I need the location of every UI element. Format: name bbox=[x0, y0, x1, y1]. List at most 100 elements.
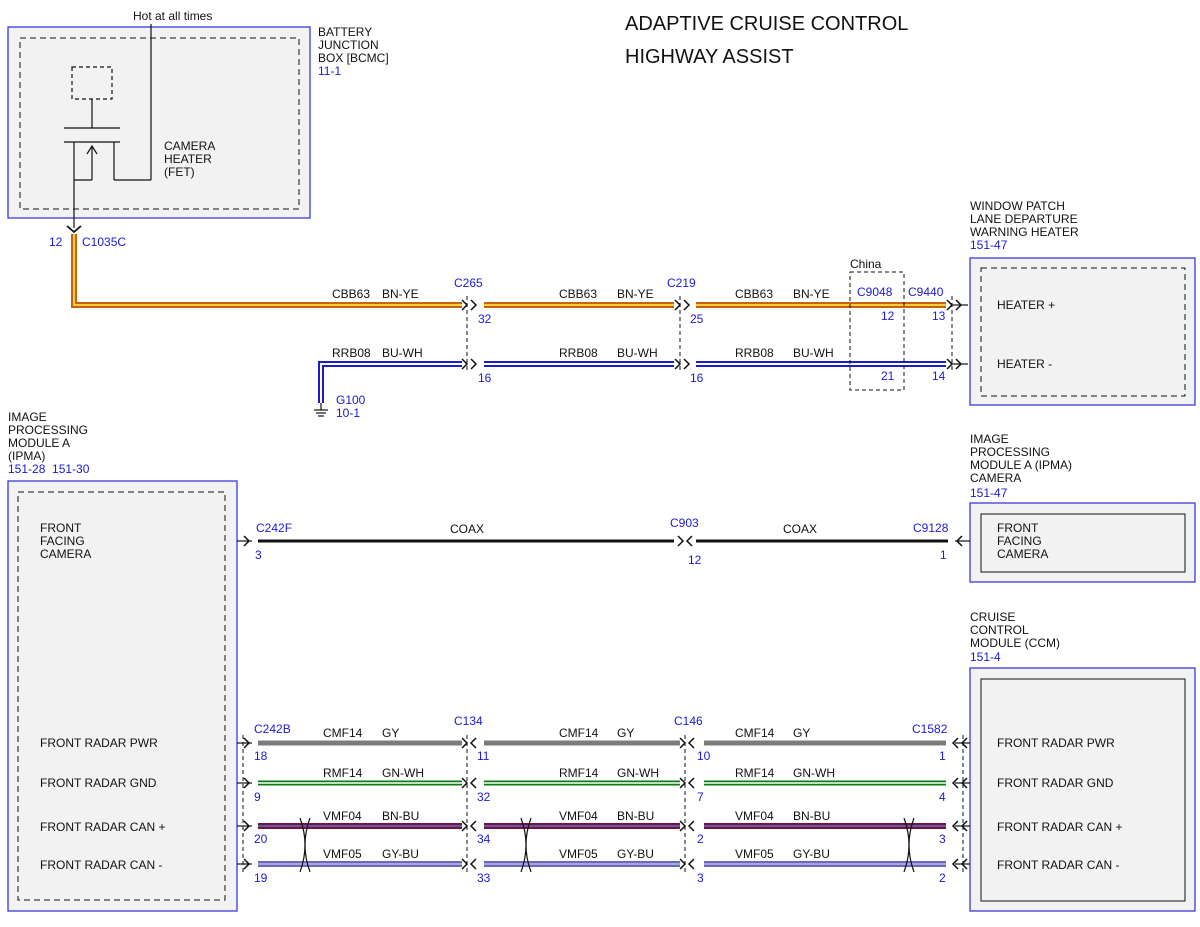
ccm-outline bbox=[969, 667, 1196, 912]
ipma-name-line-4: (IPMA) bbox=[8, 449, 45, 463]
bjb-outline bbox=[7, 26, 311, 219]
ccm-name-line-3: MODULE (CCM) bbox=[970, 636, 1060, 650]
ipma-pin-radar-can-plus: FRONT RADAR CAN + bbox=[40, 820, 165, 834]
connector-c265[interactable] bbox=[461, 296, 478, 372]
twisted-pair-marker bbox=[299, 817, 915, 873]
heater-name-line-1: WINDOW PATCH bbox=[970, 199, 1065, 213]
ipma-pin-radar-gnd: FRONT RADAR GND bbox=[40, 776, 157, 790]
ipma-camera-name-line-3: MODULE A (IPMA) bbox=[970, 458, 1072, 472]
c903-pin: 12 bbox=[688, 553, 702, 567]
ipma-camera-module[interactable]: FRONT FACING CAMERA bbox=[969, 502, 1196, 583]
vmf05-color-3: GY-BU bbox=[793, 847, 830, 861]
c9048-china-box bbox=[849, 271, 905, 391]
cmf14-code-3: CMF14 bbox=[735, 726, 775, 740]
rmf14-code-3: RMF14 bbox=[735, 766, 775, 780]
rmf14-color-2: GN-WH bbox=[617, 766, 659, 780]
cbb63-code-2: CBB63 bbox=[559, 287, 597, 301]
ccm-pin-radar-can-plus: FRONT RADAR CAN + bbox=[997, 820, 1122, 834]
cmf14-code-1: CMF14 bbox=[323, 726, 363, 740]
rmf14-color-3: GN-WH bbox=[793, 766, 835, 780]
ipma-name-line-2: PROCESSING bbox=[8, 423, 88, 437]
c134-pin-32: 32 bbox=[477, 790, 491, 804]
rrb08-color-1: BU-WH bbox=[382, 346, 423, 360]
cmf14-code-2: CMF14 bbox=[559, 726, 599, 740]
vmf05-code-3: VMF05 bbox=[735, 847, 774, 861]
ccm-pin-radar-can-minus: FRONT RADAR CAN - bbox=[997, 858, 1119, 872]
battery-junction-box[interactable]: BATTERY JUNCTION BOX [BCMC] 11-1 CAMERA … bbox=[7, 25, 389, 219]
vmf04-color-2: BN-BU bbox=[617, 809, 654, 823]
c219-pin-16: 16 bbox=[690, 371, 704, 385]
c9048-name: C9048 bbox=[857, 285, 893, 299]
heater-pin-plus: HEATER + bbox=[997, 298, 1055, 312]
c219-name: C219 bbox=[667, 276, 696, 290]
heater-ref: 151-47 bbox=[970, 238, 1008, 252]
vmf04-code-1: VMF04 bbox=[323, 809, 362, 823]
ccm-module[interactable]: FRONT RADAR PWR FRONT RADAR GND FRONT RA… bbox=[969, 667, 1196, 912]
cbb63-color-3: BN-YE bbox=[793, 287, 830, 301]
ipma-outline bbox=[7, 480, 238, 912]
c9440-pin-14: 14 bbox=[932, 369, 946, 383]
c242b-pin-19: 19 bbox=[254, 871, 268, 885]
wire-coax[interactable] bbox=[237, 535, 970, 547]
c242b-name: C242B bbox=[254, 722, 291, 736]
c242f-pin: 3 bbox=[255, 548, 262, 562]
vmf05-code-2: VMF05 bbox=[559, 847, 598, 861]
connector-c9440[interactable] bbox=[946, 296, 968, 372]
bjb-name-line-3: BOX [BCMC] bbox=[318, 51, 389, 65]
c1582-pin-3: 3 bbox=[939, 832, 946, 846]
ground-ref: 10-1 bbox=[336, 406, 360, 420]
fet-symbol bbox=[64, 24, 152, 228]
c242b-pin-9: 9 bbox=[254, 790, 261, 804]
hot-at-all-times-label: Hot at all times bbox=[133, 9, 212, 23]
radar-harness-chevrons bbox=[237, 737, 970, 870]
camera-heater-label-1: CAMERA bbox=[164, 139, 215, 153]
coax-label-1: COAX bbox=[450, 522, 484, 536]
wire-rrb08[interactable] bbox=[318, 361, 946, 403]
heater-name-line-2: LANE DEPARTURE bbox=[970, 212, 1078, 226]
camera-heater-label-2: HEATER bbox=[164, 152, 212, 166]
ipma-pin-radar-can-minus: FRONT RADAR CAN - bbox=[40, 858, 162, 872]
heater-outline bbox=[969, 257, 1196, 406]
ipma-module[interactable]: FRONT FACING CAMERA FRONT RADAR PWR FRON… bbox=[7, 480, 238, 912]
c146-pin-10: 10 bbox=[697, 749, 711, 763]
rrb08-color-2: BU-WH bbox=[617, 346, 658, 360]
cmf14-color-1: GY bbox=[382, 726, 399, 740]
ccm-pin-radar-gnd: FRONT RADAR GND bbox=[997, 776, 1114, 790]
ground-name: G100 bbox=[336, 393, 366, 407]
c9048-pin-12: 12 bbox=[881, 309, 895, 323]
ccm-name-line-2: CONTROL bbox=[970, 623, 1029, 637]
c1582-pin-1: 1 bbox=[939, 749, 946, 763]
rrb08-color-3: BU-WH bbox=[793, 346, 834, 360]
coax-label-2: COAX bbox=[783, 522, 817, 536]
cmf14-color-3: GY bbox=[793, 726, 810, 740]
ccm-inner bbox=[980, 678, 1186, 902]
ipma-camera-ref: 151-47 bbox=[970, 486, 1008, 500]
heater-inner-dashed bbox=[980, 267, 1186, 397]
ipma-camera-name-line-2: PROCESSING bbox=[970, 445, 1050, 459]
c134-pin-34: 34 bbox=[477, 832, 491, 846]
c242f-name: C242F bbox=[256, 521, 292, 535]
window-patch-heater-module[interactable]: HEATER + HEATER - bbox=[969, 257, 1196, 406]
ipma-name-line-3: MODULE A bbox=[8, 436, 70, 450]
rrb08-code-2: RRB08 bbox=[559, 346, 598, 360]
ipma-camera-inner bbox=[980, 513, 1186, 573]
vmf05-color-1: GY-BU bbox=[382, 847, 419, 861]
title-line-1: ADAPTIVE CRUISE CONTROL bbox=[625, 13, 908, 35]
c242b-pin-20: 20 bbox=[254, 832, 268, 846]
bjb-inner-dashed bbox=[19, 37, 300, 210]
rmf14-code-1: RMF14 bbox=[323, 766, 363, 780]
vmf04-color-1: BN-BU bbox=[382, 809, 419, 823]
ipma-camera-line-3: CAMERA bbox=[997, 547, 1048, 561]
c9440-name: C9440 bbox=[908, 285, 944, 299]
cbb63-code-1: CBB63 bbox=[332, 287, 370, 301]
ipma-camera-line-2: FACING bbox=[40, 534, 85, 548]
rmf14-code-2: RMF14 bbox=[559, 766, 599, 780]
ipma-ref: 151-28 151-30 bbox=[8, 462, 90, 476]
cbb63-code-3: CBB63 bbox=[735, 287, 773, 301]
ipma-camera-line-1: FRONT bbox=[40, 521, 82, 535]
c146-pin-7: 7 bbox=[697, 790, 704, 804]
c219-pin-25: 25 bbox=[690, 312, 704, 326]
connector-c219[interactable] bbox=[674, 296, 691, 372]
bjb-ref: 11-1 bbox=[318, 64, 341, 78]
c134-pin-33: 33 bbox=[477, 871, 491, 885]
